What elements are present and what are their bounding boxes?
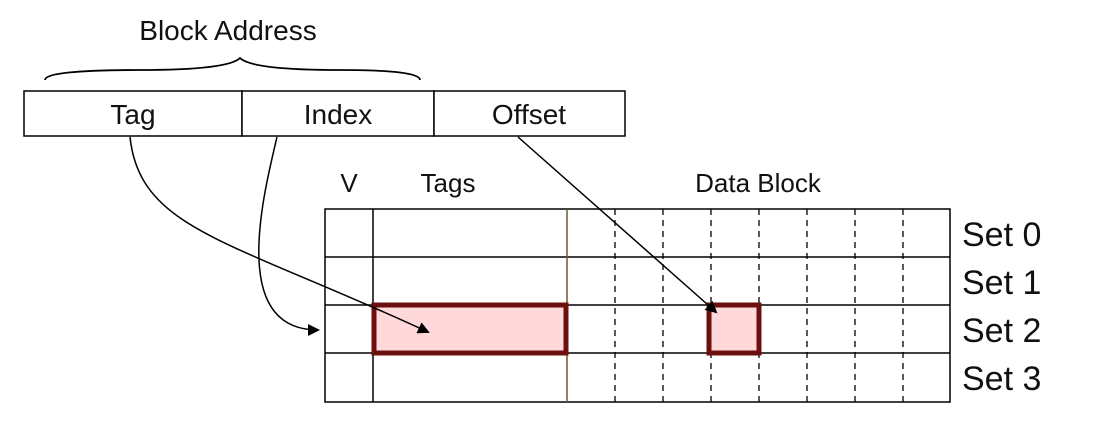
valid-column-header: V [340, 168, 358, 198]
cache-table [324, 208, 951, 403]
block-address-title: Block Address [139, 15, 316, 46]
index-field-label: Index [304, 99, 373, 130]
address-box-offset [433, 90, 626, 137]
index-select-arrow [258, 136, 320, 336]
set-label-1: Set 1 [962, 264, 1041, 302]
address-box-tag [23, 90, 243, 137]
tag-compare-arrow [129, 136, 430, 334]
offset-select-arrow [517, 136, 718, 314]
set-label-2: Set 2 [962, 312, 1041, 350]
address-box-index [241, 90, 435, 137]
set-label-3: Set 3 [962, 360, 1041, 398]
address-fields: Tag Index Offset [23, 90, 626, 137]
block-address-brace [44, 56, 421, 81]
tags-column-header: Tags [421, 168, 476, 198]
selected-tag-cell [371, 302, 569, 356]
data-block-column-header: Data Block [695, 168, 822, 198]
offset-field-label: Offset [492, 99, 566, 130]
tag-field-label: Tag [110, 99, 155, 130]
set-label-0: Set 0 [962, 216, 1041, 254]
selected-word-cell [706, 302, 762, 356]
